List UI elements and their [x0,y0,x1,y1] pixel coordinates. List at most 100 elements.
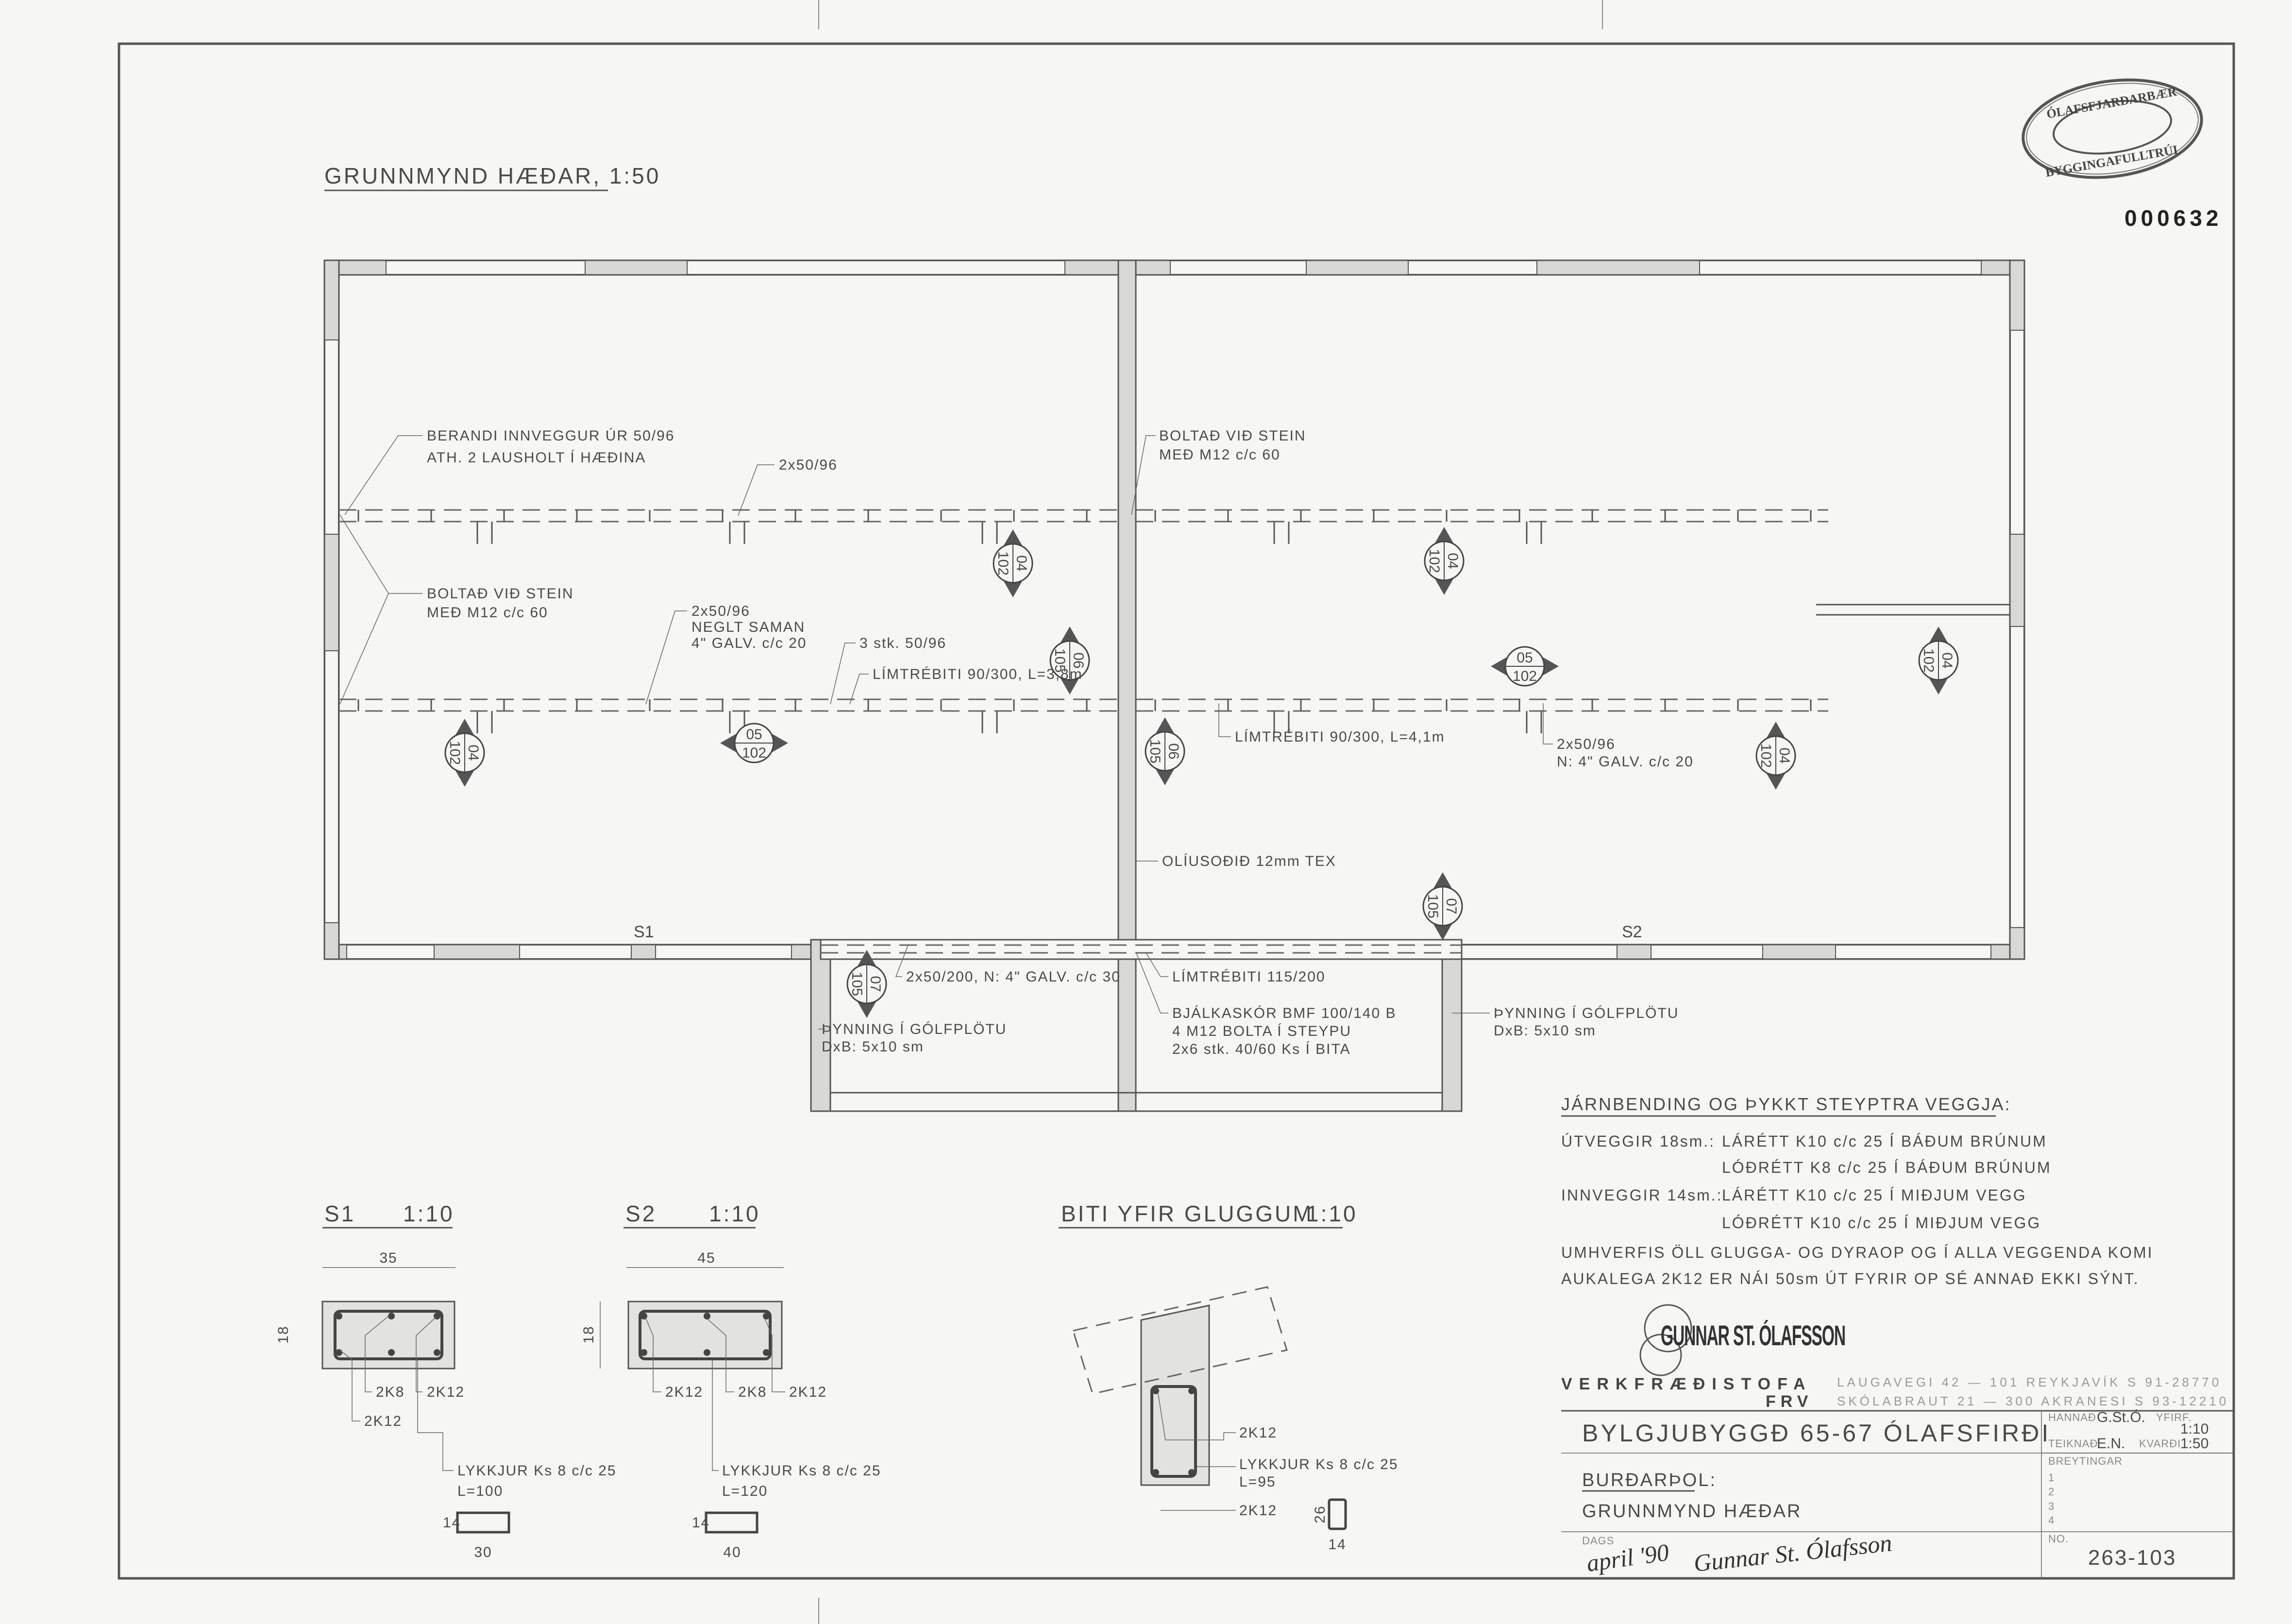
detail-s2: S2 1:10 45 18 2K12 2K8 2K12 LYKKJUR Ks 8… [581,1201,880,1560]
notes-row-text: LÁRÉTT K10 c/c 25 Í MIÐJUM VEGG [1722,1186,2027,1204]
project-name: BYLGJUBYGGÐ 65-67 ÓLAFSFIRÐI [1582,1420,2051,1447]
section-marker-detail: 05 [1517,650,1533,666]
annotation: 2x50/200, N: 4" GALV. c/c 30 [906,969,1121,985]
notes-row-label: INNVEGGIR 14sm.: [1561,1186,1723,1204]
annotation: NEGLT SAMAN [691,619,805,635]
revision-row: 1 [2048,1472,2055,1484]
address: LAUGAVEGI 42 — 101 REYKJAVÍK S 91-28770 [1837,1375,2222,1389]
scale-value: 1:50 [2180,1436,2208,1452]
section-marker-detail: 04 [1445,553,1461,569]
timber-beam [339,509,1118,544]
annotation: 2x50/96 [1557,736,1616,752]
hannad-value: G.St.Ó. [2097,1409,2145,1425]
teiknad-label: TEIKNAÐ [2048,1438,2098,1450]
notes-footer: AUKALEGA 2K12 ER NÁI 50sm ÚT FYRIR OP SÉ… [1561,1270,2140,1287]
breytingar-label: BREYTINGAR [2048,1455,2123,1467]
scale-value: 1:10 [2180,1421,2208,1437]
dim-width: 35 [379,1250,397,1266]
annotation: 2x6 stk. 40/60 Ks Í BITA [1172,1041,1351,1057]
stirrup-label: LYKKJUR Ks 8 c/c 25 [457,1463,617,1479]
section-cut-s1: S1 [634,923,654,941]
drawing-number: 263-103 [2088,1546,2176,1570]
stirrup-dim: 14 [692,1515,710,1531]
detail-s1: S1 1:10 35 18 2K8 2K12 2K12 LYKKJUR Ks 8… [275,1201,617,1560]
stirrup-dim: 14 [1328,1537,1346,1553]
section-marker-detail: 04 [465,744,481,761]
stirrup-dim: 30 [474,1544,492,1560]
yfirf-label: YFIRF. [2156,1411,2191,1423]
detail-biti: BITI YFIR GLUGGUM 1:10 2K12 LYKKJUR Ks 8… [1059,1201,1399,1553]
sheet-name: GRUNNMYND HÆÐAR [1582,1501,1802,1522]
section-marker-sheet: 102 [1758,744,1774,768]
annotation: LÍMTRÉBITI 90/300, L=3,8m [873,666,1083,682]
timber-beam [1136,698,1828,733]
section-marker-detail: 05 [746,727,762,743]
reinforcement-notes: JÁRNBENDING OG ÞYKKT STEYPTRA VEGGJA: ÚT… [1561,1094,2154,1287]
detail-title: BITI YFIR GLUGGUM [1061,1201,1314,1226]
annotation: 4 M12 BOLTA Í STEYPU [1172,1023,1351,1039]
section-marker-detail: 04 [1776,747,1792,763]
notes-row-text: LÓÐRÉTT K8 c/c 25 Í BÁÐUM BRÚNUM [1722,1159,2052,1176]
detail-scale: 1:10 [1306,1201,1358,1226]
revision-row: 2 [2048,1486,2055,1498]
annotation: ATH. 2 LAUSHOLT Í HÆÐINA [427,450,646,466]
bar-label: 2K8 [376,1384,404,1400]
section-marker-sheet: 102 [1513,668,1537,684]
kvardi-label: KVARÐI [2139,1438,2181,1450]
no-label: NO. [2048,1533,2069,1545]
detail-title: S2 [625,1201,657,1226]
section-marker-sheet: 102 [1921,648,1937,673]
timber-beam [339,698,1118,733]
section-marker-sheet: 102 [1426,549,1442,573]
stirrup-dim: 40 [723,1544,741,1560]
sheet-border [118,42,2235,1580]
bar-label: 2K12 [364,1413,402,1429]
notes-row-text: LÓÐRÉTT K10 c/c 25 Í MIÐJUM VEGG [1722,1214,2041,1232]
stirrup-dim: 14 [443,1515,461,1531]
plan-annotations: BERANDI INNVEGGUR ÚR 50/96 ATH. 2 LAUSHO… [427,428,1693,1057]
dim-height: 18 [275,1325,291,1343]
annotation: ÞYNNING Í GÓLFPLÖTU [822,1021,1007,1037]
annotation: DxB: 5x10 sm [1494,1023,1596,1039]
notes-title: JÁRNBENDING OG ÞYKKT STEYPTRA VEGGJA: [1561,1094,2011,1114]
detail-scale: 1:10 [403,1201,455,1226]
section-marker-sheet: 102 [447,741,463,765]
detail-title: S1 [324,1201,355,1226]
section-marker-detail: 07 [867,976,883,992]
section-marker-sheet: 105 [1147,739,1163,763]
annotation: MEÐ M12 c/c 60 [427,605,548,621]
revision-row: 3 [2048,1500,2055,1512]
annotation: BERANDI INNVEGGUR ÚR 50/96 [427,428,674,444]
section-marker-sheet: 102 [742,745,766,761]
firm-logo: GUNNAR ST. ÓLAFSSON [1639,1304,1846,1376]
section-marker-sheet: 105 [1052,648,1068,673]
stirrup-length: L=95 [1239,1474,1276,1490]
bar-label: 2K12 [665,1384,703,1400]
annotation: 2x50/96 [779,457,838,473]
annotation: BOLTAÐ VIÐ STEIN [1159,428,1306,444]
section-marker-detail: 07 [1443,898,1459,914]
dags-label: DAGS [1582,1535,1614,1547]
section-marker-sheet: 102 [995,551,1011,575]
annotation: 4" GALV. c/c 20 [691,635,807,651]
stirrup-label: LYKKJUR Ks 8 c/c 25 [1239,1456,1399,1472]
dim-width: 45 [697,1250,715,1266]
notes-row-label: ÚTVEGGIR 18sm.: [1561,1133,1715,1150]
notes-footer: UMHVERFIS ÖLL GLUGGA- OG DYRAOP OG Í ALL… [1561,1244,2154,1261]
bar-label: 2K12 [427,1384,465,1400]
dim-height: 18 [581,1325,597,1343]
timber-beam [1136,509,1828,544]
